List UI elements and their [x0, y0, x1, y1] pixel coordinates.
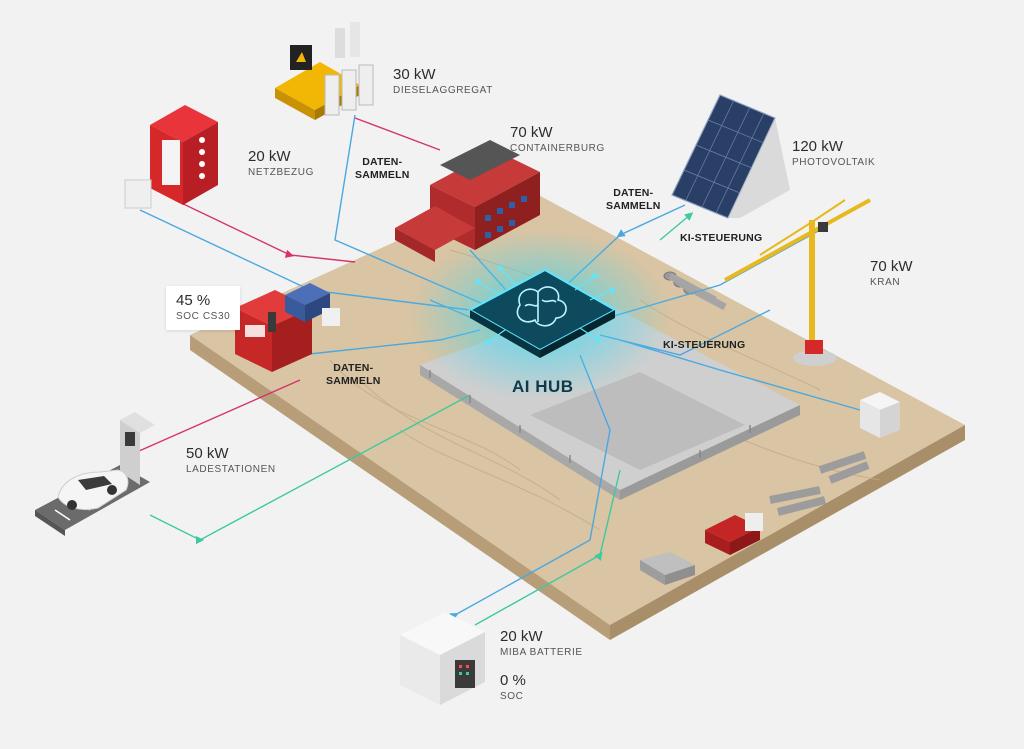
container-value: 70 kW: [510, 124, 553, 141]
charging-caption: LADESTATIONEN: [186, 464, 276, 475]
node-crane: 70 kW KRAN: [870, 258, 913, 290]
ai-hub-chip: [410, 230, 670, 400]
diesel-generator: [275, 22, 374, 120]
flow-label-line1: DATEN-: [333, 362, 374, 374]
node-charging: 50 kW LADESTATIONEN: [186, 445, 276, 477]
flow-data-collect-top: DATEN- SAMMELN: [355, 156, 409, 182]
node-diesel: 30 kW DIESELAGGREGAT: [393, 66, 493, 98]
battery-value: 20 kW: [500, 628, 543, 645]
grid-cabinet: [124, 105, 218, 209]
solar-panel: [671, 94, 790, 219]
battery-caption: MIBA BATTERIE: [500, 647, 583, 658]
red-truck: [705, 513, 763, 555]
grid-caption: NETZBEZUG: [248, 167, 314, 178]
node-storage: 45 % SOC CS30: [166, 286, 241, 330]
pv-value: 120 kW: [792, 138, 843, 155]
battery-soc-value: 0 %: [500, 672, 526, 689]
container-village: [395, 140, 540, 262]
node-container: 70 kW CONTAINERBURG: [510, 124, 605, 156]
node-grid: 20 kW NETZBEZUG: [248, 148, 314, 180]
diesel-value: 30 kW: [393, 66, 436, 83]
pipe-stack-bottom: [769, 451, 870, 516]
delivery-truck: [285, 283, 340, 326]
flow-label-line1: DATEN-: [613, 187, 654, 199]
flow-label-line2: SAMMELN: [355, 169, 410, 181]
electric-car: [57, 469, 129, 511]
battery-soc-caption: SOC: [500, 691, 524, 702]
brain-icon: [516, 286, 567, 327]
miba-battery: [400, 612, 485, 705]
flow-label-line2: SAMMELN: [606, 200, 661, 212]
flow-data-collect-right: DATEN- SAMMELN: [606, 187, 660, 213]
crane-caption: KRAN: [870, 277, 901, 288]
storage-container: [235, 290, 312, 372]
charging-value: 50 kW: [186, 445, 229, 462]
charging-flow-lines: [149, 212, 694, 626]
flow-ai-control-pv: KI-STEUERUNG: [680, 232, 763, 244]
storage-caption: SOC CS30: [176, 311, 231, 322]
grid-value: 20 kW: [248, 148, 291, 165]
flow-data-collect-left: DATEN- SAMMELN: [326, 362, 380, 388]
tower-crane: [724, 198, 871, 366]
node-battery: 20 kW MIBA BATTERIE 0 % SOC: [500, 628, 583, 704]
ai-hub-label: AI HUB: [512, 377, 574, 396]
energy-flow-lines: [129, 117, 441, 456]
flow-label-line1: DATEN-: [362, 156, 403, 168]
flow-ai-control-crane: KI-STEUERUNG: [663, 339, 746, 351]
power-unit: [860, 392, 900, 438]
pipe-stack-top: [663, 271, 727, 311]
diesel-caption: DIESELAGGREGAT: [393, 85, 493, 96]
crane-value: 70 kW: [870, 258, 913, 275]
storage-value: 45 %: [176, 292, 211, 309]
flow-label-line2: SAMMELN: [326, 375, 381, 387]
node-pv: 120 kW PHOTOVOLTAIK: [792, 138, 875, 170]
concrete-slabs: [640, 552, 695, 585]
pv-caption: PHOTOVOLTAIK: [792, 157, 876, 168]
container-caption: CONTAINERBURG: [510, 143, 605, 154]
